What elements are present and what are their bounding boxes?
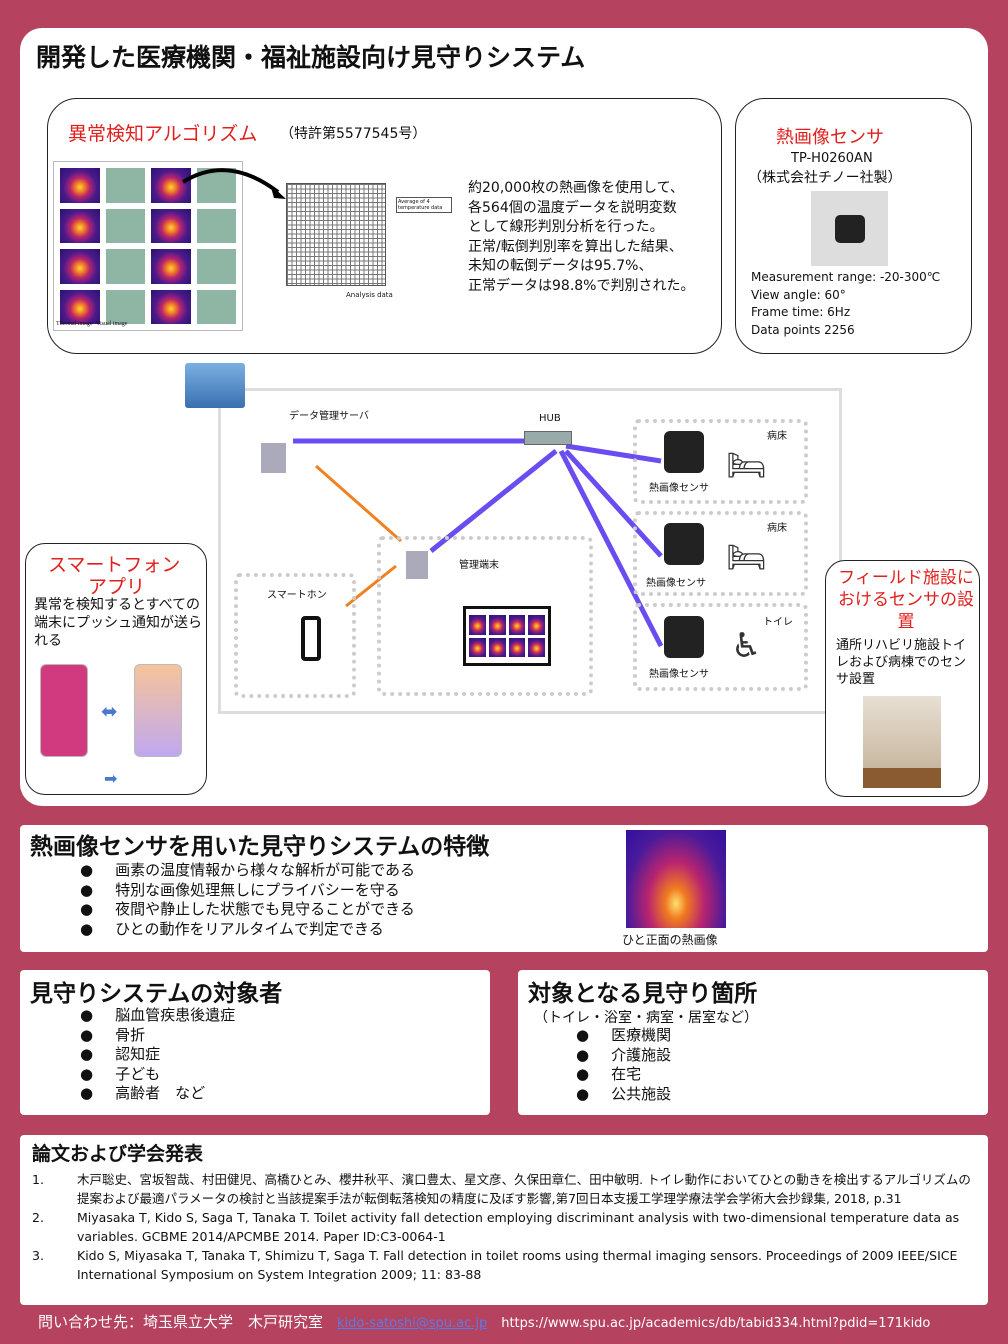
sensor-label: 熱画像センサ — [646, 578, 706, 589]
patent-number: （特許第5577545号） — [280, 126, 427, 142]
sensor-label: 熱画像センサ — [649, 669, 709, 680]
list-item: 子ども — [80, 1065, 235, 1085]
hub-label: HUB — [539, 413, 561, 424]
phone-screenshot — [40, 664, 88, 757]
terminal-server-icon — [406, 551, 428, 579]
server-label: データ管理サーバ — [289, 411, 369, 422]
sensor-photo — [811, 191, 888, 266]
grid-label: Analysis data — [346, 291, 393, 299]
app-title-2: アプリ — [88, 576, 146, 598]
footer: 問い合わせ先：埼玉県立大学 木戸研究室 kido-satoshi@spu.ac.… — [38, 1311, 930, 1332]
sample-images — [53, 161, 243, 331]
room-toilet — [633, 603, 808, 691]
list-item: 在宅 — [576, 1065, 671, 1085]
features-list: 画素の温度情報から様々な解析が可能である 特別な画像処理無しにプライバシーを守る… — [80, 861, 415, 939]
list-item: 認知症 — [80, 1045, 235, 1065]
sensor-model: TP-H0260AN — [791, 151, 873, 166]
swap-arrow-icon: ⬌ — [101, 699, 118, 723]
reference-item: 3.Kido S, Miyasaka T, Tanaka T, Shimizu … — [32, 1248, 958, 1282]
caption-visual: Visual image — [96, 321, 128, 327]
sensor-label: 熱画像センサ — [649, 483, 709, 494]
field-bubble: フィールド施設におけるセンサの設置 通所リハビリ施設トイレおよび病棟でのセンサ設… — [825, 560, 980, 797]
monitor-icon — [463, 606, 551, 666]
analysis-grid — [286, 183, 386, 286]
list-item: 画素の温度情報から様々な解析が可能である — [80, 861, 415, 881]
bed-icon: 🛏 — [726, 446, 767, 484]
references-panel: 論文および学会発表 1.木戸聡史、宮坂智哉、村田健児、高橋ひとみ、櫻井秋平、濱口… — [20, 1135, 988, 1305]
features-title: 熱画像センサを用いた見守りシステムの特徴 — [30, 834, 490, 860]
email-link[interactable]: kido-satoshi@spu.ac.jp — [337, 1316, 488, 1331]
targets-title: 見守りシステムの対象者 — [30, 981, 283, 1007]
app-description: 異常を検知するとすべての端末にプッシュ通知が送られる — [34, 597, 202, 649]
bed-icon: 🛏 — [726, 538, 767, 576]
algorithm-title: 異常検知アルゴリズム — [68, 123, 258, 145]
smartphone-label: スマートホン — [267, 590, 327, 601]
terminal-area — [377, 536, 593, 696]
reference-item: 1.木戸聡史、宮坂智哉、村田健児、高橋ひとみ、櫻井秋平、濱口豊太、星文彦、久保田… — [32, 1172, 971, 1206]
smartphone-area — [234, 573, 356, 698]
reference-item: 2.Miyasaka T, Kido S, Saga T, Tanaka T. … — [32, 1210, 960, 1244]
list-item: 骨折 — [80, 1026, 235, 1046]
room-bed-label: 病床 — [767, 431, 787, 442]
field-photo — [863, 696, 941, 788]
room-toilet-label: トイレ — [763, 617, 793, 628]
room-bed-2 — [633, 511, 808, 596]
algorithm-description: 約20,000枚の熱画像を使用して、各564個の温度データを説明変数として線形判… — [468, 180, 695, 294]
thermal-sensor-icon — [664, 523, 704, 565]
thermal-image — [626, 830, 726, 928]
list-item: 公共施設 — [576, 1085, 671, 1105]
network-diagram: データ管理サーバ HUB 管理端末 スマートホン 病床 病床 トイレ 熱画像セン… — [218, 388, 842, 714]
contact-label: 問い合わせ先：埼玉県立大学 木戸研究室 — [38, 1313, 324, 1331]
arrow-icon — [181, 168, 286, 199]
sensor-bubble: 熱画像センサ TP-H0260AN （株式会社チノー社製） Measuremen… — [735, 98, 972, 354]
page-title: 開発した医療機関・福祉施設向け見守りシステム — [36, 43, 586, 72]
server-icon — [261, 443, 286, 473]
targets-list: 脳血管疾患後遺症 骨折 認知症 子ども 高齢者 など — [80, 1006, 235, 1104]
targets-panel: 見守りシステムの対象者 脳血管疾患後遺症 骨折 認知症 子ども 高齢者 など — [20, 970, 490, 1115]
field-description: 通所リハビリ施設トイレおよび病棟でのセンサ設置 — [836, 638, 967, 687]
hub-icon — [524, 431, 572, 445]
thermal-sensor-icon — [664, 431, 704, 473]
website-link[interactable]: https://www.spu.ac.jp/academics/db/tabid… — [501, 1316, 931, 1331]
features-panel: 熱画像センサを用いた見守りシステムの特徴 画素の温度情報から様々な解析が可能であ… — [20, 825, 988, 952]
avg-label: Average of 4 temperature data — [396, 197, 452, 213]
list-item: ひとの動作をリアルタイムで判定できる — [80, 920, 415, 940]
phone-screenshot — [134, 664, 182, 757]
room-bed-1 — [633, 419, 808, 504]
system-panel: 開発した医療機関・福祉施設向け見守りシステム 異常検知アルゴリズム （特許第55… — [20, 28, 988, 806]
room-bed-label: 病床 — [767, 523, 787, 534]
thermal-sensor-icon — [664, 616, 704, 658]
sensor-title: 熱画像センサ — [776, 127, 884, 148]
right-arrow-icon: ➡ — [104, 769, 118, 788]
phone-icon — [301, 616, 321, 661]
field-title: フィールド施設におけるセンサの設置 — [838, 568, 974, 632]
thermal-image-caption: ひと正面の熱画像 — [622, 933, 718, 947]
hospital-icon — [185, 363, 245, 408]
sensor-maker: （株式会社チノー社製） — [748, 170, 902, 186]
caption-thermal: Thermal image — [56, 321, 93, 327]
references-title: 論文および学会発表 — [32, 1143, 204, 1165]
algorithm-bubble: 異常検知アルゴリズム （特許第5577545号） Thermal image V… — [47, 98, 722, 354]
list-item: 夜間や静止した状態でも見守ることができる — [80, 900, 415, 920]
list-item: 高齢者 など — [80, 1084, 235, 1104]
list-item: 医療機関 — [576, 1026, 671, 1046]
places-subtitle: （トイレ・浴室・病室・居室など） — [534, 1010, 758, 1026]
list-item: 特別な画像処理無しにプライバシーを守る — [80, 881, 415, 901]
places-title: 対象となる見守り箇所 — [528, 981, 758, 1007]
terminal-label: 管理端末 — [459, 560, 499, 571]
app-title: スマートフォン — [48, 554, 181, 576]
list-item: 介護施設 — [576, 1046, 671, 1066]
app-bubble: スマートフォン アプリ 異常を検知するとすべての端末にプッシュ通知が送られる ⬌… — [25, 543, 207, 795]
places-panel: 対象となる見守り箇所 （トイレ・浴室・病室・居室など） 医療機関 介護施設 在宅… — [518, 970, 988, 1115]
list-item: 脳血管疾患後遺症 — [80, 1006, 235, 1026]
wheelchair-icon: ♿ — [731, 626, 762, 666]
places-list: 医療機関 介護施設 在宅 公共施設 — [576, 1026, 671, 1104]
